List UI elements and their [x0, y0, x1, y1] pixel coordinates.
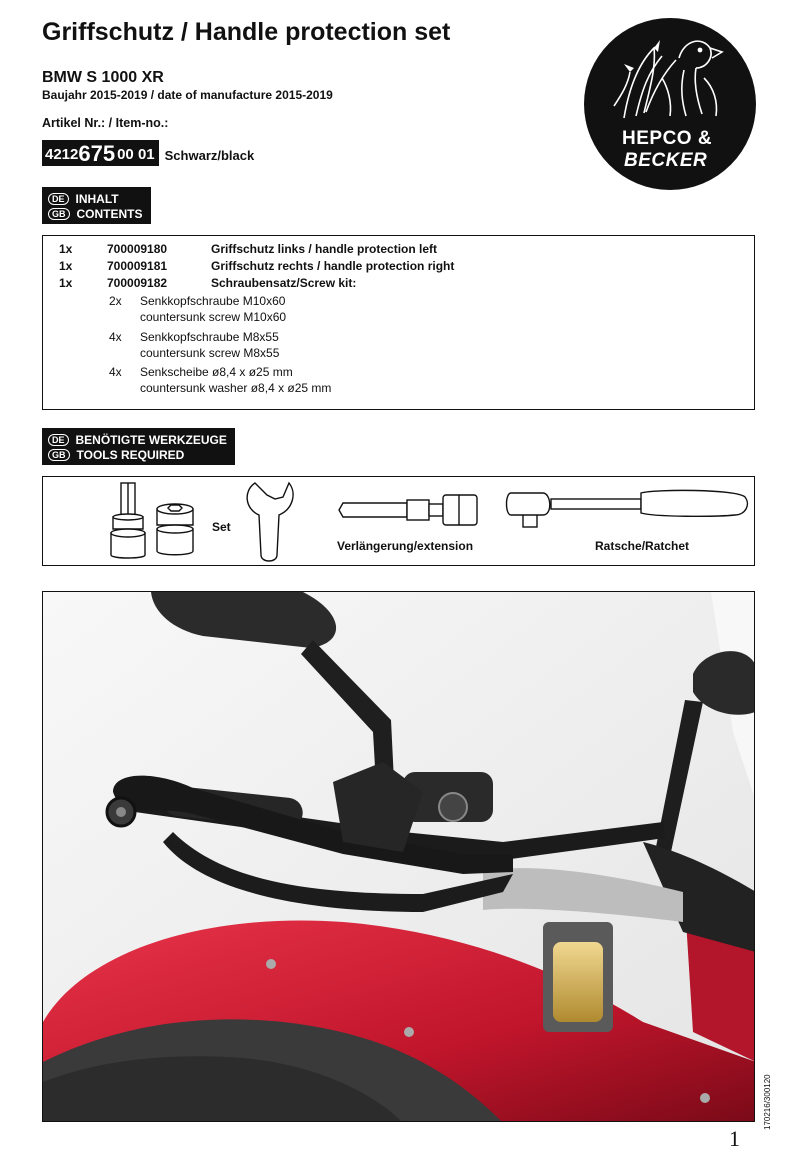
screw-desc-de: Senkkopfschraube M8x55 [140, 330, 279, 344]
screw-desc-de: Senkkopfschraube M10x60 [140, 294, 286, 308]
hepco-becker-logo: HEPCO & BECKER [584, 18, 756, 190]
screw-desc-de: Senkscheibe ø8,4 x ø25 mm [140, 365, 293, 379]
screw-kit-item: 4x Senkkopfschraube M8x55 countersunk sc… [43, 330, 743, 362]
list-item: 1x 700009180 Griffschutz links / handle … [43, 242, 743, 258]
item-description: Schraubensatz/Screw kit: [211, 276, 357, 290]
item-number-row: 4212 675 00 01 Schwarz/black [42, 140, 254, 166]
tool-label-extension: Verlängerung/extension [337, 539, 474, 553]
motorcycle-handle-protection-image [43, 592, 754, 1121]
screw-qty: 4x [109, 365, 122, 379]
hex-bit-socket-icon [110, 482, 146, 559]
screw-desc-en: countersunk screw M8x55 [140, 346, 280, 360]
logo-text-line1: HEPCO & [622, 128, 713, 149]
tool-label-ratchet: Ratsche/Ratchet [595, 539, 690, 553]
screw-qty: 4x [109, 330, 122, 344]
tool-label-set: Set [212, 520, 231, 534]
lang-badge-gb: GB [48, 448, 70, 461]
screw-qty: 2x [109, 294, 122, 308]
wrench-icon [246, 481, 294, 562]
lang-badge-de: DE [48, 433, 69, 446]
tools-list: Set Verlängerung/extension Ratsche/Ratch… [42, 476, 755, 566]
item-part-number: 700009180 [107, 242, 168, 256]
logo-text-line2: BECKER [624, 150, 708, 171]
screw-desc-en: countersunk screw M10x60 [140, 310, 287, 324]
item-number-prefix: 4212 [45, 146, 79, 163]
eagle-icon [613, 40, 724, 119]
document-number: 170216/300120 [763, 1074, 772, 1130]
lang-badge-de: DE [48, 192, 69, 205]
extension-icon [338, 494, 478, 526]
page-number: 1 [729, 1126, 740, 1151]
item-qty: 1x [59, 276, 73, 290]
item-number-box: 4212 675 00 01 [42, 140, 159, 166]
item-number-suffix: 00 01 [117, 146, 155, 163]
tools-heading-gb: TOOLS REQUIRED [76, 447, 185, 462]
list-item: 1x 700009181 Griffschutz rechts / handle… [43, 259, 743, 275]
item-qty: 1x [59, 242, 73, 256]
item-qty: 1x [59, 259, 73, 273]
contents-heading: DE INHALT GB CONTENTS [42, 187, 151, 224]
item-part-number: 700009182 [107, 276, 168, 290]
item-description: Griffschutz rechts / handle protection r… [211, 259, 455, 273]
tools-heading: DE BENÖTIGTE WERKZEUGE GB TOOLS REQUIRED [42, 428, 235, 465]
contents-list: 1x 700009180 Griffschutz links / handle … [42, 235, 755, 410]
ratchet-icon [505, 489, 749, 528]
item-color: Schwarz/black [164, 148, 255, 163]
contents-heading-gb: CONTENTS [76, 206, 143, 221]
item-number-label: Artikel Nr.: / Item-no.: [42, 116, 169, 130]
item-description: Griffschutz links / handle protection le… [211, 242, 438, 256]
product-photo [42, 591, 755, 1122]
item-part-number: 700009181 [107, 259, 168, 273]
screw-kit-item: 4x Senkscheibe ø8,4 x ø25 mm countersunk… [43, 365, 743, 397]
list-item: 1x 700009182 Schraubensatz/Screw kit: [43, 276, 743, 292]
contents-heading-de: INHALT [75, 191, 119, 206]
lang-badge-gb: GB [48, 207, 70, 220]
manufacture-year: Baujahr 2015-2019 / date of manufacture … [42, 88, 333, 102]
socket-icon [156, 503, 194, 556]
screw-desc-en: countersunk washer ø8,4 x ø25 mm [140, 381, 332, 395]
item-number-main: 675 [78, 141, 116, 166]
tools-heading-de: BENÖTIGTE WERKZEUGE [75, 432, 227, 447]
model-name: BMW S 1000 XR [42, 69, 164, 86]
page-title: Griffschutz / Handle protection set [42, 18, 451, 46]
screw-kit-item: 2x Senkkopfschraube M10x60 countersunk s… [43, 294, 743, 326]
